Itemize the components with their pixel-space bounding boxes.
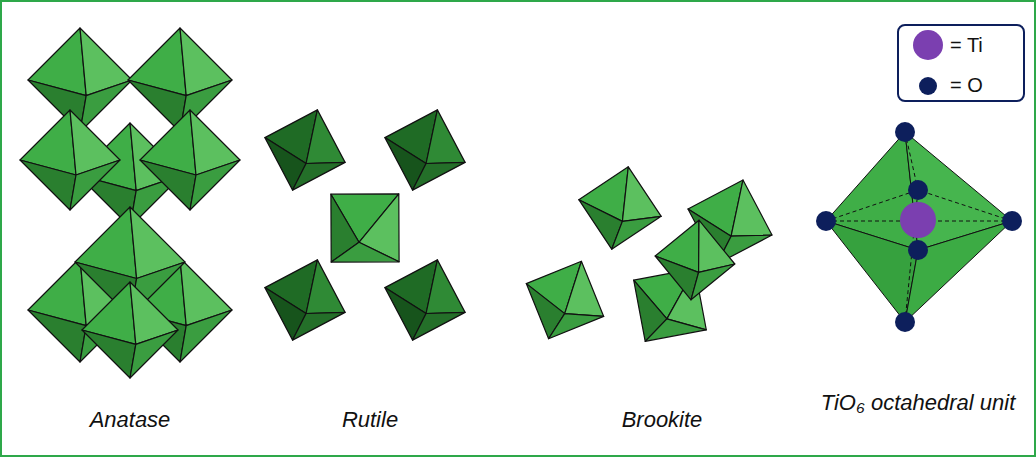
legend-text: = Ti [950, 34, 983, 57]
polymorph-label: Rutile [290, 403, 450, 437]
polymorph-label: TiO₆ octahedral unit [808, 386, 1028, 420]
octahedron-face [306, 260, 345, 314]
octahedron-face [549, 314, 604, 339]
octahedron-face [190, 160, 240, 210]
octahedron-face [28, 310, 86, 362]
octahedron-face [413, 162, 466, 190]
polymorph-label: Anatase [50, 403, 210, 437]
legend-text: = O [950, 74, 983, 97]
octahedron-face [426, 260, 465, 314]
octahedron-face [70, 160, 120, 210]
octahedron-face [20, 160, 76, 210]
octahedron-face [130, 330, 178, 378]
octahedron-face [293, 312, 346, 340]
octahedron-face [731, 180, 772, 236]
octahedron-face [426, 110, 465, 164]
octahedron-face [331, 242, 399, 262]
legend-row: = O [919, 74, 983, 97]
octahedral-unit [816, 122, 1022, 332]
octahedron-face [645, 319, 706, 341]
octahedron-face [82, 330, 136, 378]
octahedron-face [622, 167, 661, 222]
legend-swatch [919, 77, 937, 95]
octahedron-face [306, 110, 345, 164]
octahedron-face [655, 256, 698, 300]
octahedron-face [80, 80, 132, 132]
octahedron-face [691, 264, 735, 300]
octahedron-face [699, 220, 735, 272]
legend-swatch [913, 30, 943, 60]
octahedron-face [180, 310, 232, 362]
octahedron-face [565, 261, 604, 316]
legend-box: = Ti = O [897, 24, 1025, 102]
octahedron-face [612, 216, 662, 249]
legend-row: = Ti [913, 30, 983, 60]
octahedron-face [293, 162, 346, 190]
polymorph-label: Brookite [572, 403, 752, 437]
octahedron-face [140, 160, 196, 210]
octahedron-face [413, 312, 466, 340]
